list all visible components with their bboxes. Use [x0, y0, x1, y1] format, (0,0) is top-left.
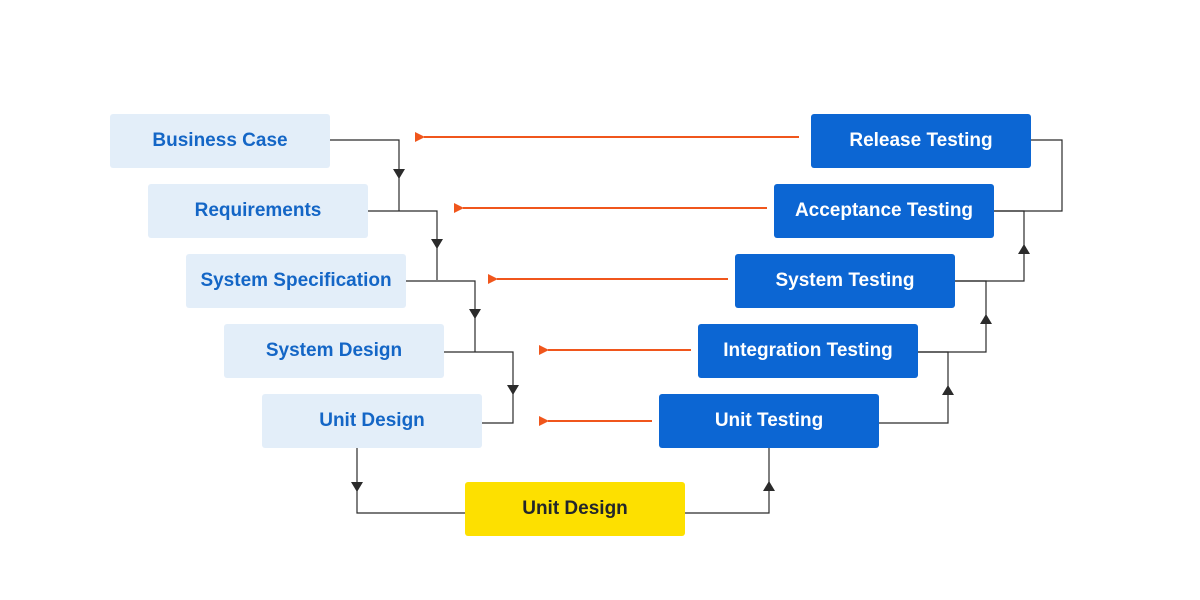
design-box-system-specification: System Specification — [186, 254, 406, 308]
arrowhead-down-1 — [393, 169, 405, 179]
arrowhead-down-2 — [431, 239, 443, 249]
arrowhead-down-3 — [469, 309, 481, 319]
testing-box-release-testing: Release Testing — [811, 114, 1031, 168]
design-box-system-design: System Design — [224, 324, 444, 378]
center-box-unit-design: Unit Design — [465, 482, 685, 536]
arrowhead-up-4 — [1018, 244, 1030, 254]
connector-center-to-unit-testing — [685, 448, 770, 514]
testing-box-unit-testing: Unit Testing — [659, 394, 879, 448]
design-box-business-case: Business Case — [110, 114, 330, 168]
connector-business-case — [330, 139, 400, 211]
testing-box-system-testing: System Testing — [735, 254, 955, 308]
testing-box-acceptance-testing: Acceptance Testing — [774, 184, 994, 238]
arrowhead-down-5 — [351, 482, 363, 492]
connector-system-specification — [406, 280, 476, 352]
arrowhead-up-2 — [942, 385, 954, 395]
feedback-arrows — [415, 132, 799, 426]
design-arrowheads — [351, 169, 519, 492]
connector-requirements — [368, 210, 438, 280]
connector-unit-design-to-center — [356, 448, 465, 514]
testing-arrowheads — [763, 244, 1030, 491]
design-box-unit-design: Unit Design — [262, 394, 482, 448]
arrowhead-down-4 — [507, 385, 519, 395]
testing-box-integration-testing: Integration Testing — [698, 324, 918, 378]
arrowhead-up-3 — [980, 314, 992, 324]
design-box-requirements: Requirements — [148, 184, 368, 238]
connector-acceptance-testing — [994, 139, 1063, 212]
arrowhead-up-1 — [763, 481, 775, 491]
design-connectors — [330, 139, 514, 514]
